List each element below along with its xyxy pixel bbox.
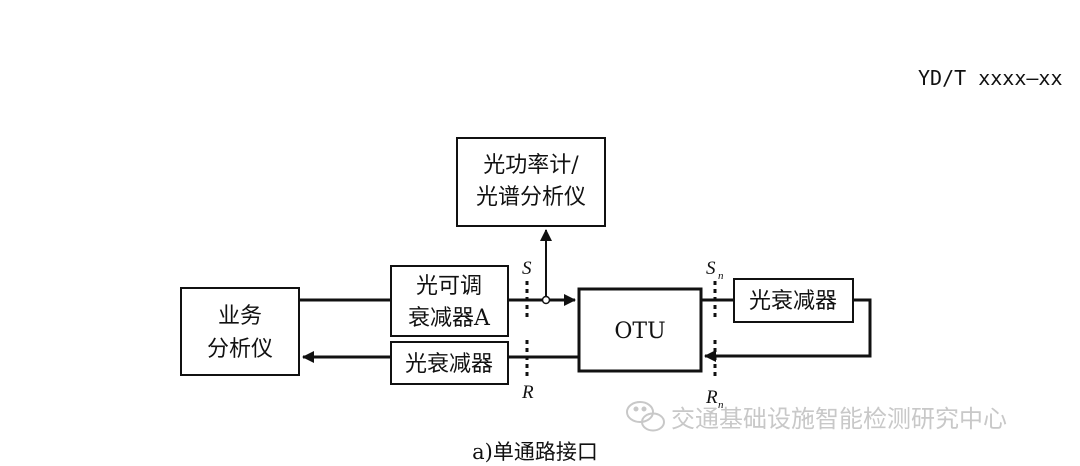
- svg-text:R: R: [705, 387, 718, 408]
- otu-label: OTU: [614, 319, 665, 344]
- vat-a-label-1: 光可调: [416, 274, 482, 299]
- tap-node: [541, 295, 551, 305]
- watermark-text: 交通基础设施智能检测研究中心: [671, 405, 1007, 433]
- svg-text:S: S: [706, 258, 716, 279]
- service-analyzer-box: 业务 分析仪: [180, 287, 300, 376]
- rx-attenuator-label: 光衰减器: [405, 352, 493, 377]
- power-meter-label-1: 光功率计/: [483, 153, 579, 178]
- otu-box: OTU: [577, 287, 703, 373]
- document-code: YD/T xxxx—xx: [918, 66, 1063, 90]
- svg-text:n: n: [718, 270, 724, 282]
- power-meter-box: 光功率计/ 光谱分析仪: [456, 137, 606, 227]
- svg-text:n: n: [718, 399, 724, 411]
- watermark: 交通基础设施智能检测研究中心: [626, 401, 1007, 433]
- variable-attenuator-a-box: 光可调 衰减器A: [390, 265, 509, 337]
- service-analyzer-label-1: 业务: [218, 304, 262, 329]
- rx-attenuator-box: 光衰减器: [390, 341, 509, 385]
- reference-point-markers: [525, 281, 717, 378]
- power-meter-label-2: 光谱分析仪: [476, 185, 586, 210]
- loop-attenuator-box: 光衰减器: [733, 278, 854, 323]
- wechat-icon: [626, 401, 665, 432]
- service-analyzer-label-2: 分析仪: [207, 337, 273, 362]
- ref-label-sn: S n: [706, 258, 724, 282]
- ref-label-r: R: [521, 382, 534, 403]
- figure-caption: a)单通路接口: [472, 440, 598, 464]
- loop-attenuator-label: 光衰减器: [749, 289, 837, 314]
- vat-a-label-2: 衰减器A: [408, 306, 491, 331]
- fiber-links: [299, 229, 872, 363]
- ref-label-s: S: [522, 258, 532, 279]
- ref-label-rn: R n: [705, 387, 724, 411]
